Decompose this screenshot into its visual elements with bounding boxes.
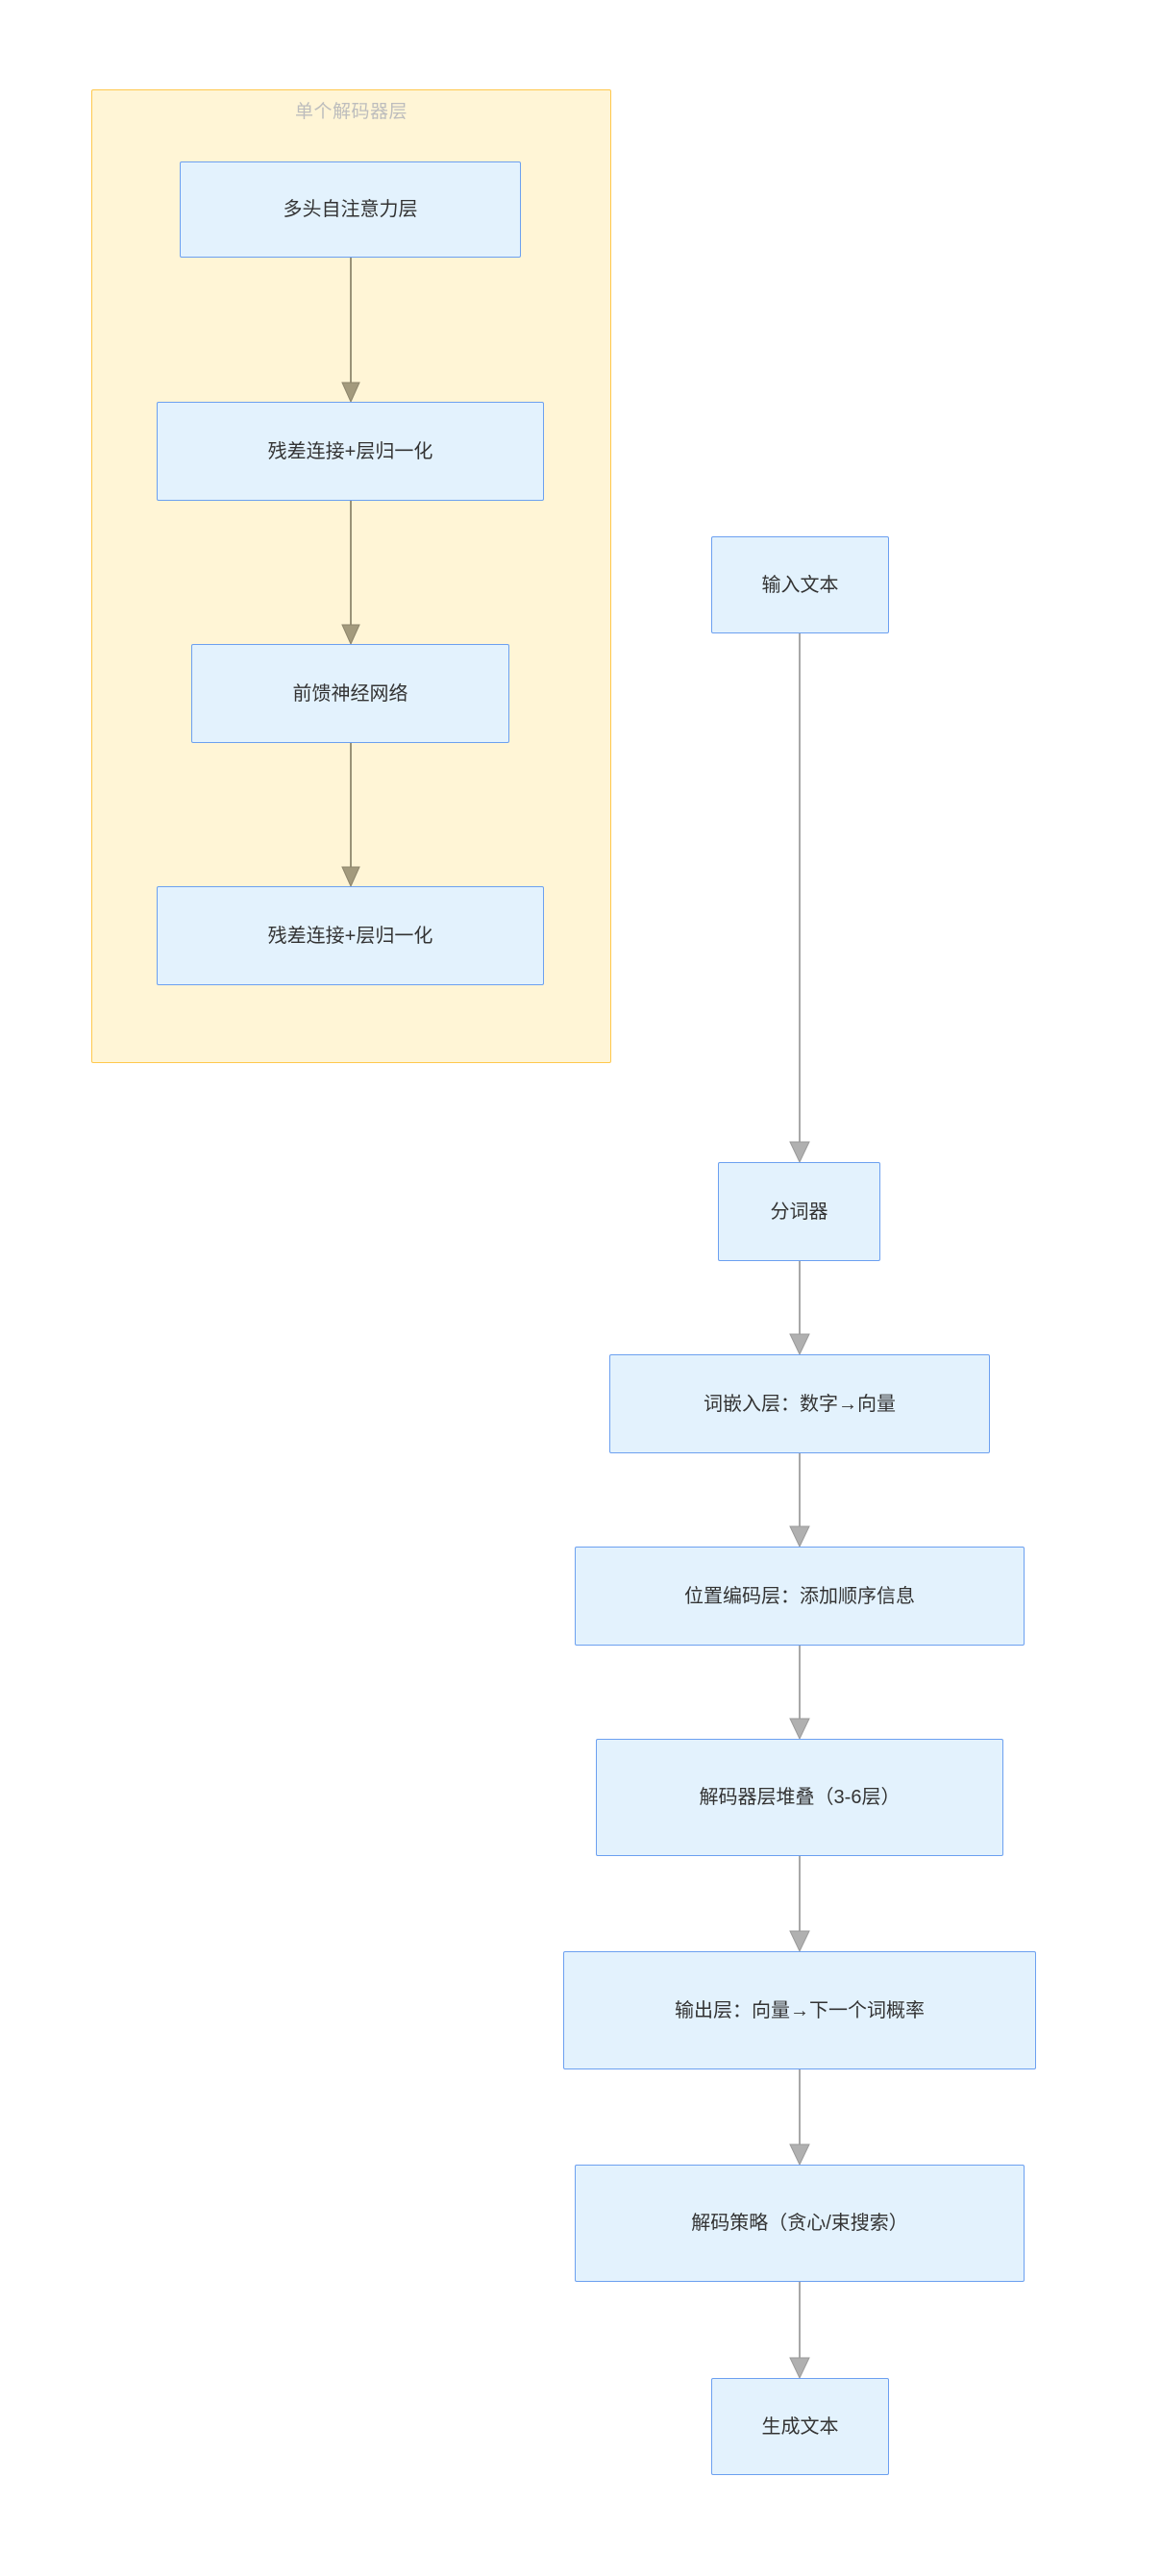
- node-label: 解码器层堆叠（3-6层）: [699, 1787, 901, 1808]
- node-generated-text[interactable]: 生成文本: [711, 2378, 889, 2475]
- node-feed-forward-network[interactable]: 前馈神经网络: [191, 644, 509, 743]
- node-output-layer[interactable]: 输出层：向量→下一个词概率: [563, 1951, 1036, 2069]
- node-label: 输出层：向量→下一个词概率: [675, 1999, 925, 2021]
- node-residual-layernorm-1[interactable]: 残差连接+层归一化: [157, 402, 544, 501]
- node-residual-layernorm-2[interactable]: 残差连接+层归一化: [157, 886, 544, 985]
- node-label: 残差连接+层归一化: [267, 925, 433, 947]
- node-label: 分词器: [770, 1201, 828, 1223]
- node-tokenizer[interactable]: 分词器: [718, 1162, 880, 1261]
- node-label: 词嵌入层：数字→向量: [704, 1393, 896, 1415]
- node-decoding-strategy[interactable]: 解码策略（贪心/束搜索）: [575, 2165, 1025, 2282]
- node-label: 输入文本: [761, 574, 839, 596]
- node-label: 生成文本: [761, 2415, 839, 2438]
- node-input-text[interactable]: 输入文本: [711, 536, 889, 633]
- node-decoder-layer-stack[interactable]: 解码器层堆叠（3-6层）: [596, 1739, 1003, 1856]
- node-label: 位置编码层：添加顺序信息: [684, 1585, 915, 1607]
- node-positional-encoding-layer[interactable]: 位置编码层：添加顺序信息: [575, 1547, 1025, 1646]
- node-label: 解码策略（贪心/束搜索）: [691, 2213, 908, 2234]
- node-label: 残差连接+层归一化: [267, 440, 433, 462]
- node-label: 多头自注意力层: [283, 199, 418, 220]
- node-multi-head-self-attention[interactable]: 多头自注意力层: [180, 161, 521, 258]
- node-word-embedding-layer[interactable]: 词嵌入层：数字→向量: [609, 1354, 990, 1453]
- cluster-label: 单个解码器层: [294, 102, 408, 122]
- node-label: 前馈神经网络: [292, 682, 408, 705]
